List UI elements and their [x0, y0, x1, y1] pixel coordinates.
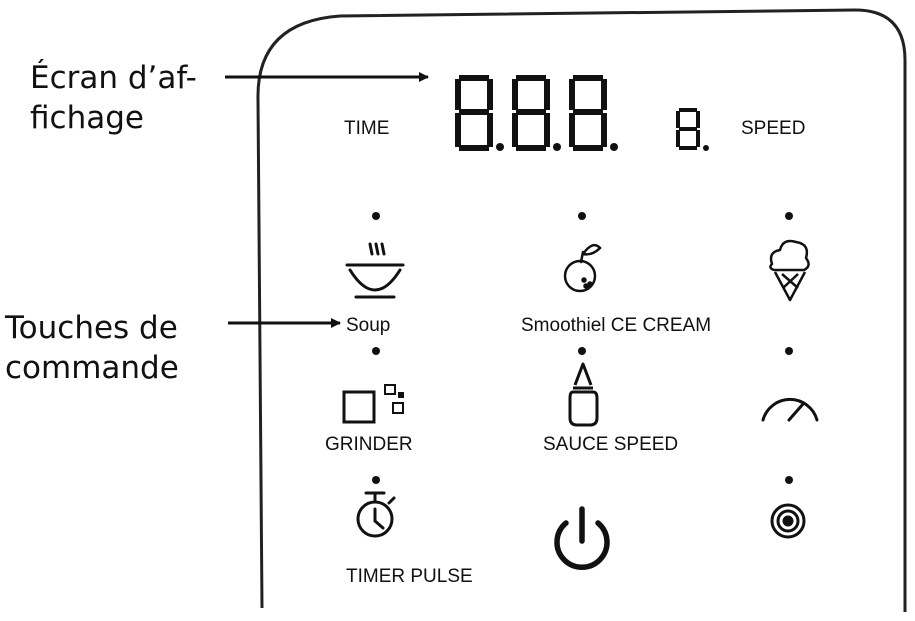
timer-icon[interactable] — [356, 491, 396, 538]
indicator-dot — [785, 212, 793, 220]
speed-gauge-icon[interactable] — [761, 397, 819, 422]
indicator-dot — [372, 476, 380, 484]
time-label: TIME — [344, 118, 390, 139]
indicator-dots — [372, 212, 793, 484]
display-callout: Écran d’af- fichage — [30, 58, 197, 138]
display-callout-line1: Écran d’af- — [30, 60, 197, 96]
keys-callout-line1: Touches de — [5, 310, 178, 346]
indicator-dot — [372, 347, 380, 355]
display-digit-2 — [512, 75, 561, 151]
power-icon[interactable] — [554, 506, 610, 570]
sauce-bottle-icon[interactable] — [568, 362, 599, 427]
panel-outline — [256, 8, 907, 612]
display-callout-line2: fichage — [30, 100, 144, 136]
pulse-swirl-icon[interactable] — [770, 503, 806, 539]
indicator-dot — [372, 212, 380, 220]
smoothie-icecream-label: Smoothiel CE CREAM — [521, 315, 712, 336]
display-digit-1 — [455, 75, 504, 151]
grinder-label: GRINDER — [325, 434, 413, 455]
indicator-dot — [578, 347, 586, 355]
digit-display — [455, 75, 709, 151]
soup-bowl-icon[interactable] — [345, 242, 405, 299]
timer-pulse-label: TIMER PULSE — [346, 566, 473, 587]
keys-callout: Touches de commande — [5, 308, 179, 388]
display-digit-3 — [569, 75, 618, 151]
display-digit-4 — [676, 108, 709, 151]
indicator-dot — [785, 347, 793, 355]
ice-cream-icon[interactable] — [769, 239, 810, 302]
indicator-dot — [578, 212, 586, 220]
soup-label: Soup — [346, 315, 391, 336]
keys-callout-line2: commande — [5, 350, 179, 386]
speed-label: SPEED — [741, 118, 806, 139]
sauce-speed-label: SAUCE SPEED — [543, 434, 679, 455]
orange-icon[interactable] — [563, 243, 602, 293]
indicator-dot — [785, 476, 793, 484]
grinder-icon[interactable] — [342, 384, 404, 424]
